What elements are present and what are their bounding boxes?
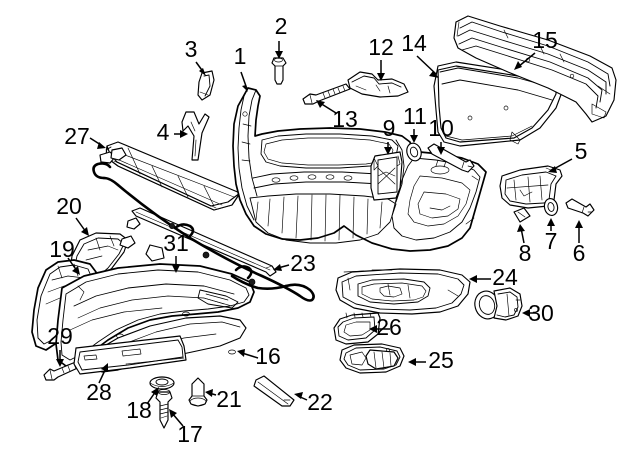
leader-7 xyxy=(547,218,555,231)
leader-2 xyxy=(275,41,283,59)
part-tow-hook-cover[interactable] xyxy=(370,151,403,201)
callout-label-12[interactable]: 12 xyxy=(368,34,394,60)
part-flat-washer[interactable] xyxy=(149,376,175,390)
callout-label-17[interactable]: 17 xyxy=(177,421,203,447)
callout-label-5[interactable]: 5 xyxy=(575,138,588,164)
leader-19 xyxy=(67,257,80,275)
part-upper-trim-molding[interactable] xyxy=(347,71,409,98)
leader-1 xyxy=(240,71,248,92)
callout-label-25[interactable]: 25 xyxy=(428,347,454,373)
callout-label-2[interactable]: 2 xyxy=(275,13,288,39)
leader-16 xyxy=(237,349,259,359)
callout-label-18[interactable]: 18 xyxy=(126,397,152,423)
callout-label-30[interactable]: 30 xyxy=(528,300,554,326)
callout-label-23[interactable]: 23 xyxy=(290,250,316,276)
part-mounting-bolt[interactable] xyxy=(565,198,595,217)
callout-label-3[interactable]: 3 xyxy=(185,36,198,62)
leader-31 xyxy=(172,256,180,273)
callout-label-22[interactable]: 22 xyxy=(307,389,333,415)
callout-label-27[interactable]: 27 xyxy=(64,123,90,149)
callout-label-13[interactable]: 13 xyxy=(332,106,358,132)
callout-label-6[interactable]: 6 xyxy=(573,240,586,266)
callout-label-15[interactable]: 15 xyxy=(532,27,558,53)
part-fog-lamp-surround-trim[interactable] xyxy=(333,312,381,345)
part-flange-bolt[interactable] xyxy=(302,83,351,105)
callout-label-20[interactable]: 20 xyxy=(56,193,82,219)
callout-label-10[interactable]: 10 xyxy=(428,115,454,141)
leader-13 xyxy=(316,100,337,114)
leader-5 xyxy=(548,158,573,173)
part-retainer-plate[interactable] xyxy=(513,207,531,223)
part-bumper-side-support[interactable] xyxy=(499,165,563,209)
leader-21 xyxy=(205,389,217,397)
leader-24 xyxy=(469,275,491,283)
part-grommet-washer[interactable] xyxy=(543,197,559,216)
leader-8 xyxy=(517,224,525,244)
leader-14 xyxy=(416,55,439,78)
part-upper-grille-mesh[interactable] xyxy=(105,141,241,211)
leader-11 xyxy=(410,129,418,143)
part-license-plate-bracket[interactable] xyxy=(73,335,187,375)
leader-18 xyxy=(146,387,159,405)
callout-label-14[interactable]: 14 xyxy=(401,30,427,56)
leader-30 xyxy=(522,309,536,317)
part-trim-strip[interactable] xyxy=(253,375,295,407)
callout-label-8[interactable]: 8 xyxy=(519,240,532,266)
leader-23 xyxy=(273,264,290,271)
leader-20 xyxy=(75,217,89,236)
part-push-pin-fastener[interactable] xyxy=(188,377,208,407)
callout-label-16[interactable]: 16 xyxy=(255,343,281,369)
callout-label-4[interactable]: 4 xyxy=(157,119,170,145)
callout-label-31[interactable]: 31 xyxy=(163,230,189,256)
leader-12 xyxy=(377,60,385,81)
callout-label-21[interactable]: 21 xyxy=(216,386,242,412)
leader-4 xyxy=(174,130,188,138)
callout-label-29[interactable]: 29 xyxy=(47,323,73,349)
leader-26 xyxy=(369,325,390,333)
part-wiring-harness[interactable] xyxy=(92,147,315,302)
leader-29 xyxy=(56,350,64,367)
leader-27 xyxy=(89,137,106,149)
part-fog-lamp-bezel-panel[interactable] xyxy=(335,268,471,315)
part-energy-absorber[interactable] xyxy=(433,61,563,147)
leader-28 xyxy=(98,363,108,384)
part-tapping-screw[interactable] xyxy=(155,389,173,429)
part-fog-lamp-grille-insert[interactable] xyxy=(339,343,405,374)
callout-label-7[interactable]: 7 xyxy=(545,228,558,254)
leader-10 xyxy=(437,142,445,155)
part-air-deflector-bracket[interactable] xyxy=(181,111,210,161)
callout-label-19[interactable]: 19 xyxy=(49,236,75,262)
leader-15 xyxy=(514,52,536,70)
leader-25 xyxy=(408,358,426,366)
callout-label-24[interactable]: 24 xyxy=(492,264,518,290)
callout-label-11[interactable]: 11 xyxy=(403,103,427,129)
callout-label-1[interactable]: 1 xyxy=(234,43,247,69)
part-retainer-clip[interactable] xyxy=(271,57,287,85)
part-seal-ring[interactable] xyxy=(405,141,424,162)
leader-22 xyxy=(294,392,308,401)
leader-17 xyxy=(169,409,184,427)
callout-label-28[interactable]: 28 xyxy=(86,379,112,405)
leader-3 xyxy=(195,61,206,76)
leader-9 xyxy=(384,142,392,155)
part-bumper-reinforcement-bar[interactable] xyxy=(453,15,617,123)
leader-6 xyxy=(575,220,583,243)
part-parking-assist-sensor[interactable] xyxy=(472,287,523,322)
part-side-bracket-left[interactable] xyxy=(197,70,215,101)
callout-label-9[interactable]: 9 xyxy=(383,115,396,141)
callout-label-26[interactable]: 26 xyxy=(376,314,402,340)
